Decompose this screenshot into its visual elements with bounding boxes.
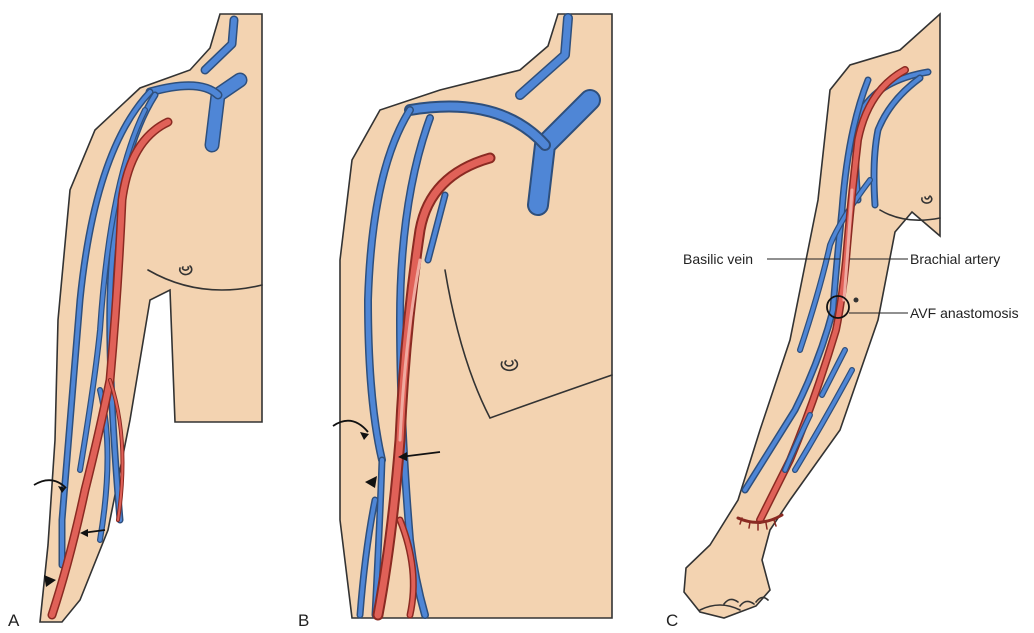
label-avf-anastomosis: AVF anastomosis [910, 305, 1019, 321]
panel-b: B [298, 14, 612, 630]
panel-a-letter: A [8, 611, 20, 630]
label-basilic-vein: Basilic vein [683, 251, 753, 267]
panel-c-letter: C [666, 611, 678, 630]
label-brachial-artery: Brachial artery [910, 251, 1000, 267]
panel-b-letter: B [298, 611, 309, 630]
panel-c: Basilic vein Brachial artery AVF anastom… [666, 14, 1019, 630]
panel-a: A [8, 14, 262, 630]
